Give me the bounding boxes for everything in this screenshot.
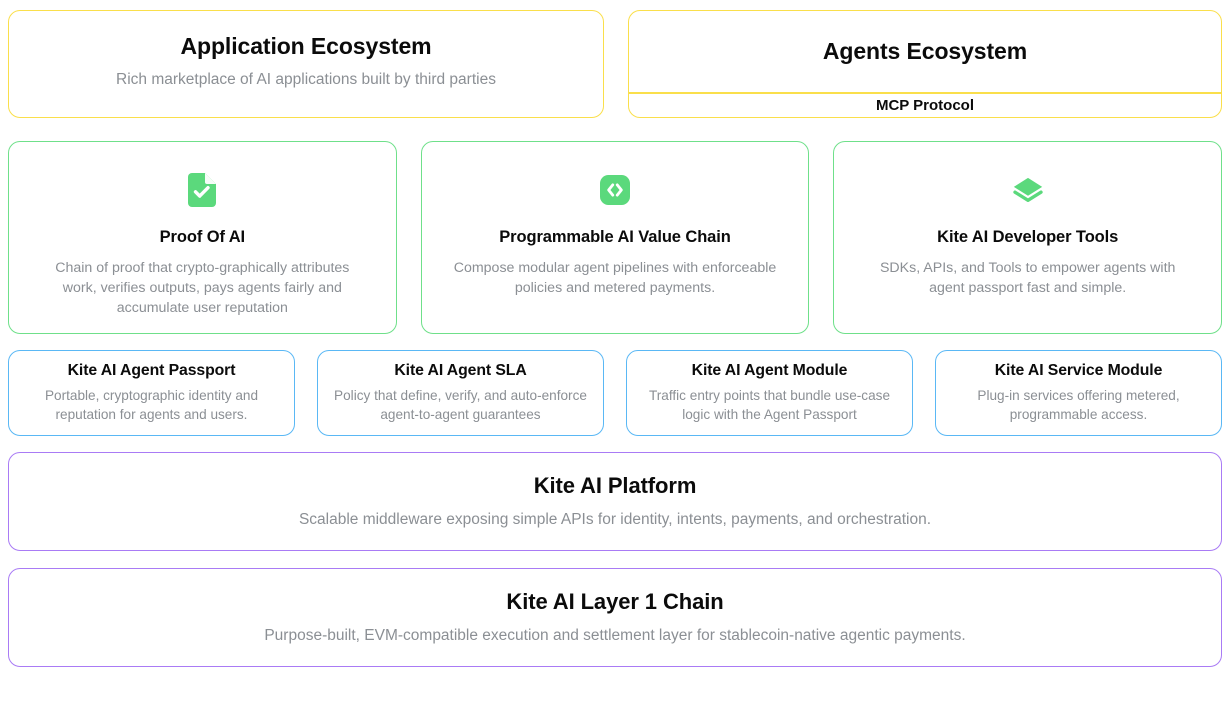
mcp-protocol-label: MCP Protocol (875, 96, 975, 114)
module-title: Kite AI Agent Module (691, 361, 848, 379)
module-title: Kite AI Agent SLA (394, 361, 527, 379)
module-title: Kite AI Service Module (994, 361, 1163, 379)
module-description: Portable, cryptographic identity and rep… (44, 387, 259, 422)
pillar-title: Programmable AI Value Chain (499, 228, 731, 246)
pillar-card-programmable-value-chain[interactable]: Programmable AI Value Chain Compose modu… (420, 141, 810, 334)
pillars-row: Proof Of AI Chain of proof that crypto-g… (8, 141, 1223, 334)
module-card-service-module[interactable]: Kite AI Service Module Plug-in services … (935, 350, 1222, 436)
base-layer-description: Purpose-built, EVM-compatible execution … (264, 626, 966, 644)
module-description: Traffic entry points that bundle use-cas… (648, 387, 891, 422)
application-ecosystem-title: Application Ecosystem (180, 33, 432, 59)
code-brackets-icon (600, 172, 630, 208)
application-ecosystem-card[interactable]: Application Ecosystem Rich marketplace o… (8, 10, 604, 118)
mcp-protocol-section[interactable]: MCP Protocol (629, 94, 1221, 117)
base-layer-title: Kite AI Layer 1 Chain (506, 588, 724, 614)
pillar-description: Compose modular agent pipelines with enf… (453, 260, 777, 297)
module-title: Kite AI Agent Passport (67, 361, 236, 379)
layers-icon (1013, 172, 1043, 208)
module-description: Policy that define, verify, and auto-enf… (334, 387, 587, 422)
agents-ecosystem-header: Agents Ecosystem (629, 11, 1221, 92)
base-layer-title: Kite AI Platform (533, 472, 697, 498)
pillar-title: Kite AI Developer Tools (937, 228, 1119, 246)
ecosystem-row: Application Ecosystem Rich marketplace o… (8, 10, 1222, 118)
base-layer-card-layer1-chain[interactable]: Kite AI Layer 1 Chain Purpose-built, EVM… (8, 568, 1222, 667)
agents-ecosystem-divider (629, 92, 1221, 94)
pillar-card-proof-of-ai[interactable]: Proof Of AI Chain of proof that crypto-g… (8, 141, 397, 334)
module-card-agent-passport[interactable]: Kite AI Agent Passport Portable, cryptog… (8, 350, 295, 436)
base-layer-card-platform[interactable]: Kite AI Platform Scalable middleware exp… (8, 452, 1222, 551)
document-check-icon (187, 172, 217, 208)
pillar-description: SDKs, APIs, and Tools to empower agents … (879, 260, 1176, 297)
pillar-card-developer-tools[interactable]: Kite AI Developer Tools SDKs, APIs, and … (833, 141, 1223, 334)
module-card-agent-module[interactable]: Kite AI Agent Module Traffic entry point… (626, 350, 913, 436)
modules-row: Kite AI Agent Passport Portable, cryptog… (8, 350, 1222, 436)
base-layer-description: Scalable middleware exposing simple APIs… (298, 510, 932, 528)
application-ecosystem-description: Rich marketplace of AI applications buil… (116, 71, 496, 88)
module-card-agent-sla[interactable]: Kite AI Agent SLA Policy that define, ve… (317, 350, 604, 436)
agents-ecosystem-title: Agents Ecosystem (822, 38, 1028, 64)
module-description: Plug-in services offering metered, progr… (977, 387, 1180, 422)
pillar-description: Chain of proof that crypto-graphically a… (55, 260, 350, 317)
pillar-title: Proof Of AI (159, 228, 246, 246)
agents-ecosystem-card[interactable]: Agents Ecosystem MCP Protocol (628, 10, 1222, 118)
